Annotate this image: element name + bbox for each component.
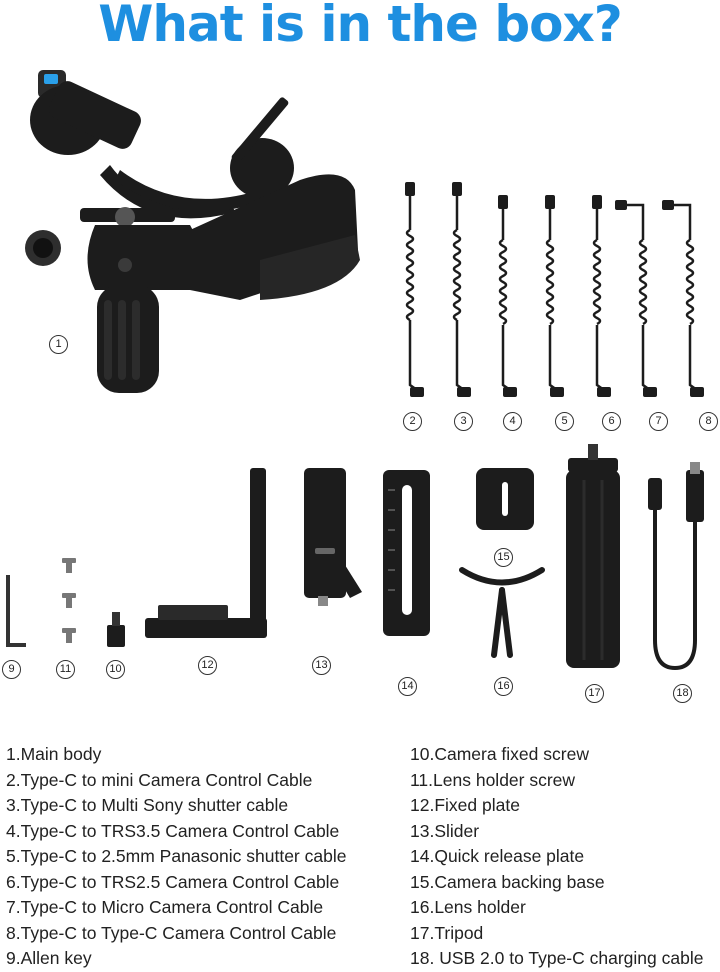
gimbal-main-body-image <box>25 70 360 393</box>
callout-16: 16 <box>494 677 513 696</box>
callout-12: 12 <box>198 656 217 675</box>
page-title: What is in the box? <box>98 0 622 53</box>
legend-item: 14.Quick release plate <box>410 846 585 866</box>
slider-image <box>304 468 362 606</box>
legend-left-column: 1.Main body 2.Type-C to mini Camera Cont… <box>6 742 346 972</box>
usb-cable-image <box>648 462 704 671</box>
legend-item: 10.Camera fixed screw <box>410 744 589 764</box>
fixed-plate-image <box>145 468 267 638</box>
callout-6: 6 <box>602 412 621 431</box>
callout-3: 3 <box>454 412 473 431</box>
legend-item: 17.Tripod <box>410 922 484 943</box>
callout-15: 15 <box>494 548 513 567</box>
quick-release-plate-image <box>383 470 430 636</box>
legend-item: 2.Type-C to mini Camera Control Cable <box>6 769 313 790</box>
tripod-image <box>566 444 620 668</box>
callout-14: 14 <box>398 677 417 696</box>
camera-backing-base-image <box>476 468 534 530</box>
legend-item: 11.Lens holder screw <box>410 769 576 790</box>
lens-holder-image <box>459 567 545 658</box>
callout-9: 9 <box>2 660 21 679</box>
callout-8: 8 <box>699 412 718 431</box>
legend-item: 15.Camera backing base <box>410 871 605 892</box>
callout-13: 13 <box>312 656 331 675</box>
camera-fixed-screw-image <box>107 612 125 647</box>
legend-item: 8.Type-C to Type-C Camera Control Cable <box>6 922 337 943</box>
allen-key-image <box>6 575 26 647</box>
callout-10: 10 <box>106 660 125 679</box>
legend-item: 13.Slider <box>410 820 480 841</box>
lens-holder-screws-image <box>62 558 76 643</box>
legend-item: 1.Main body <box>6 744 102 764</box>
callout-17: 17 <box>585 684 604 703</box>
coiled-cables-image <box>405 192 701 394</box>
callout-1: 1 <box>49 335 68 354</box>
callout-7: 7 <box>649 412 668 431</box>
callout-2: 2 <box>403 412 422 431</box>
legend-right-column: 10.Camera fixed screw 11.Lens holder scr… <box>410 742 703 972</box>
legend-item: 18. USB 2.0 to Type-C charging cable <box>410 948 704 968</box>
callout-5: 5 <box>555 412 574 431</box>
callout-11: 11 <box>56 660 75 679</box>
legend-item: 16.Lens holder <box>410 897 526 917</box>
callout-18: 18 <box>673 684 692 703</box>
legend-item: 4.Type-C to TRS3.5 Camera Control Cable <box>6 820 340 841</box>
callout-4: 4 <box>503 412 522 431</box>
legend-item: 7.Type-C to Micro Camera Control Cable <box>6 897 324 917</box>
legend-item: 3.Type-C to Multi Sony shutter cable <box>6 795 289 815</box>
cable-plugs-image <box>405 182 704 397</box>
product-illustration <box>6 70 704 671</box>
legend-item: 6.Type-C to TRS2.5 Camera Control Cable <box>6 871 340 892</box>
legend-item: 5.Type-C to 2.5mm Panasonic shutter cabl… <box>6 846 347 866</box>
legend-item: 12.Fixed plate <box>410 795 520 815</box>
legend-item: 9.Allen key <box>6 948 92 968</box>
